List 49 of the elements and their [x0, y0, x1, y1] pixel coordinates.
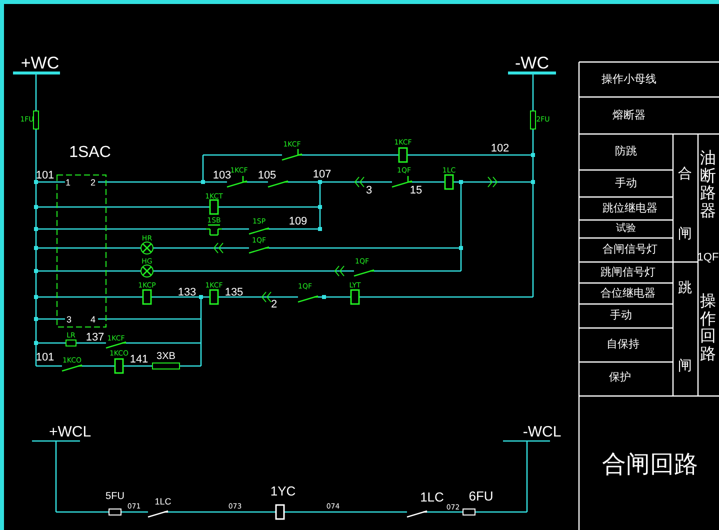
wire-number: 103: [212, 170, 232, 182]
terminal-number: 1: [66, 178, 70, 188]
wire-number: 3: [366, 186, 372, 196]
table-text: 自保持: [606, 340, 640, 350]
wire-number: 105: [258, 170, 276, 182]
table-text: 闸: [678, 226, 692, 240]
wire-number: 107: [312, 170, 332, 180]
component-label: 6FU: [468, 490, 494, 502]
table-text: 操作小母线: [602, 74, 656, 86]
wire-number: 102: [490, 144, 510, 154]
terminal-number: 2: [90, 178, 96, 188]
table-text: 合闸信号灯: [602, 244, 658, 256]
component-label: 1YC: [270, 484, 296, 498]
table-text: 跳: [678, 280, 692, 294]
terminal-number: 4: [90, 316, 96, 324]
table-text: 试验: [616, 224, 636, 234]
wire-number: 141: [130, 354, 148, 366]
table-text: 跳闸信号灯: [600, 268, 656, 278]
component-label: 5FU: [106, 492, 124, 502]
wire-number: 109: [288, 216, 308, 228]
table-text: 跳位继电器: [602, 204, 658, 214]
section-title: 合闸回路: [602, 453, 698, 477]
component-label: 1SAC: [69, 145, 111, 161]
table-text: 操作回路: [700, 292, 716, 364]
table-text: 闸: [678, 358, 692, 372]
component-label: 3XB: [156, 352, 176, 362]
bus-label: -WC: [515, 54, 549, 72]
bus-label: +WC: [20, 54, 60, 72]
table-text: 防跳: [615, 146, 637, 158]
wire-number: 2: [270, 300, 278, 310]
table-text: 1QF: [697, 252, 719, 264]
wire-number: 133: [178, 288, 196, 298]
wire-number: 135: [224, 288, 244, 298]
wire-number: 137: [86, 332, 104, 344]
bus-label: -WCL: [522, 424, 562, 440]
table-text: 手动: [610, 310, 632, 322]
terminal-number: 3: [66, 316, 72, 324]
table-text: 熔断器: [612, 110, 646, 122]
component-label: 1LC: [154, 498, 172, 506]
wire-number: 15: [410, 186, 422, 196]
table-text: 保护: [609, 372, 631, 384]
table-text: 合位继电器: [600, 288, 656, 300]
table-text: 合: [678, 166, 692, 180]
wire-number: 101: [36, 170, 54, 182]
table-text: 手动: [615, 178, 637, 190]
bus-label: +WCL: [48, 424, 92, 440]
component-label: 1LC: [420, 490, 444, 504]
table-text: 油断路器: [700, 150, 716, 220]
wire-number: 101: [36, 352, 54, 364]
